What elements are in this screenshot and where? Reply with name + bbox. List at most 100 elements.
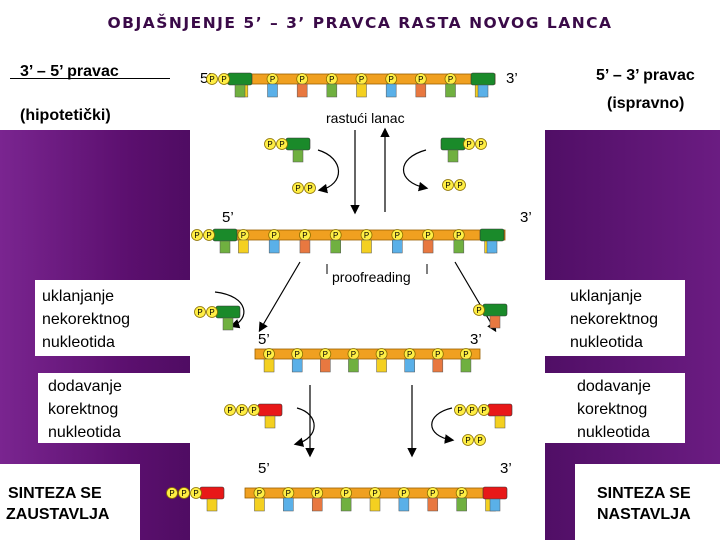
incoming-nucleotide-left-phosphate-letter: P <box>239 406 244 415</box>
strand1-end-nucleotide-phosphate-letter: P <box>209 75 214 84</box>
added-nucleotide-right-sugar <box>482 486 508 500</box>
slide-title: OBJAŠNJENJE 5’ – 3’ PRAVCA RASTA NOVOG L… <box>107 14 613 32</box>
left-header-box <box>0 56 190 130</box>
incoming-nucleotide-right-phosphate <box>454 404 466 416</box>
left-result-box <box>0 464 140 540</box>
strand3-5prime-label: 5’ <box>258 331 270 348</box>
strand2-base <box>238 239 249 254</box>
pyrophosphate-right-2 <box>454 179 466 191</box>
strand1-base <box>296 83 308 98</box>
left-result-line1: SINTEZA SE <box>8 485 102 502</box>
left-addition-line2: korektnog <box>48 401 119 418</box>
strand3-base <box>320 358 331 373</box>
right-addition-line2: korektnog <box>577 401 648 418</box>
right-removal-line2: nekorektnog <box>570 311 659 328</box>
left-addition-box <box>38 373 190 443</box>
strand2-end-left-phosphate <box>203 229 215 241</box>
strand2-end-right-sugar <box>479 228 505 242</box>
stopped-nucleotide-left-phosphate <box>178 487 190 499</box>
strand3-base <box>348 358 359 373</box>
curved-arrow-5 <box>431 407 455 444</box>
stopped-nucleotide-left-phosphate <box>190 487 202 499</box>
released-nucleotide-right-sugar <box>440 137 466 151</box>
strand1-end-nucleotide-phosphate <box>218 73 230 85</box>
released-nucleotide-left-phosphate <box>264 138 276 150</box>
removed-nucleotide-right-phosphate <box>473 304 485 316</box>
right-addition-line3: nukleotida <box>577 424 650 441</box>
strand1-base <box>356 83 367 98</box>
strand1-phosphate-letter: P <box>270 75 275 84</box>
left-removal-line2: nekorektnog <box>42 311 131 328</box>
right-result-line1: SINTEZA SE <box>597 485 691 502</box>
strand2-end-left-base <box>219 240 231 254</box>
stopped-nucleotide-left-base <box>206 498 218 512</box>
strand1-phosphate-letter: P <box>448 75 453 84</box>
strand1-phosphate-letter: P <box>418 75 423 84</box>
strand2-end-left-phosphate-letter: P <box>206 231 211 240</box>
right-removal-line1: uklanjanje <box>570 288 643 305</box>
strand2-base <box>392 239 403 254</box>
strand1-phosphate-letter: P <box>299 75 304 84</box>
removed-nucleotide-left-phosphate-letter: P <box>197 308 202 317</box>
strand1-phosphate-letter: P <box>329 75 334 84</box>
right-header-box <box>545 56 720 130</box>
pyrophosphate-right <box>442 179 454 191</box>
released-nucleotide-right-phosphate <box>463 138 475 150</box>
strand1-end-nucleotide-base <box>234 84 246 98</box>
curved-arrow-3 <box>214 291 245 329</box>
strand3-phosphate-letter: P <box>407 350 412 359</box>
right-result-line2: NASTAVLJA <box>597 506 691 523</box>
strand2-phosphate-letter: P <box>364 231 369 240</box>
strand4-phosphate-letter: P <box>286 489 291 498</box>
strand2-phosphate-letter: P <box>271 231 276 240</box>
released-nucleotide-left-phosphate-letter: P <box>267 140 272 149</box>
strand2-base <box>268 239 280 254</box>
strand1-end-nucleotide-right-base <box>477 84 489 98</box>
strand2-base <box>330 239 341 254</box>
released-nucleotide-left-sugar <box>285 137 311 151</box>
left-removal-line3: nukleotida <box>42 334 115 351</box>
strand4-phosphate-letter: P <box>315 489 320 498</box>
strand1-end-nucleotide-right-sugar <box>470 72 496 86</box>
pyrophosphate-left-letter: P <box>295 184 300 193</box>
strand2-end-right-base <box>486 240 498 254</box>
strand1-end-nucleotide-phosphate-letter: P <box>221 75 226 84</box>
strand4-base <box>254 497 265 512</box>
strand2-phosphate-letter: P <box>241 231 246 240</box>
strand2-end-left-phosphate <box>191 229 203 241</box>
removed-nucleotide-right-phosphate-letter: P <box>476 306 481 315</box>
left-header-underline <box>10 78 170 79</box>
released-nucleotide-right-phosphate-letter: P <box>478 140 483 149</box>
incoming-nucleotide-right-sugar <box>487 403 513 417</box>
pyrophosphate-left <box>292 182 304 194</box>
stopped-nucleotide-left-phosphate-letter: P <box>193 489 198 498</box>
strand3-backbone <box>254 348 481 360</box>
strand3-phosphate-letter: P <box>295 350 300 359</box>
stopped-nucleotide-left-sugar <box>199 486 225 500</box>
strand4-base <box>456 497 467 512</box>
pyrophosphate-bottom-letter: P <box>465 436 470 445</box>
strand3-phosphate-letter: P <box>351 350 356 359</box>
pyrophosphate-bottom <box>462 434 474 446</box>
incoming-nucleotide-left-phosphate-letter: P <box>227 406 232 415</box>
strand3-phosphate-letter: P <box>266 350 271 359</box>
strand4-phosphate-letter: P <box>430 489 435 498</box>
strand3-base <box>432 358 444 373</box>
curved-arrow-1 <box>317 149 339 194</box>
removed-nucleotide-left-phosphate <box>206 306 218 318</box>
left-removal-box <box>35 280 190 356</box>
incoming-nucleotide-right-base <box>494 415 506 429</box>
strand3-phosphate-letter: P <box>379 350 384 359</box>
strand2-base <box>422 239 434 254</box>
strand3-base <box>460 358 472 373</box>
strand2-phosphate-letter: P <box>333 231 338 240</box>
released-nucleotide-left-base <box>292 149 304 163</box>
strand3-base <box>376 358 387 373</box>
strand2-base <box>299 239 311 254</box>
incoming-nucleotide-right-phosphate-letter: P <box>457 406 462 415</box>
strand3-phosphate-letter: P <box>435 350 440 359</box>
strand2-end-left-sugar <box>212 228 238 242</box>
strand1-3prime-label: 3’ <box>506 70 518 87</box>
pyrophosphate-bottom-2-letter: P <box>477 436 482 445</box>
released-nucleotide-left-phosphate-letter: P <box>279 140 284 149</box>
